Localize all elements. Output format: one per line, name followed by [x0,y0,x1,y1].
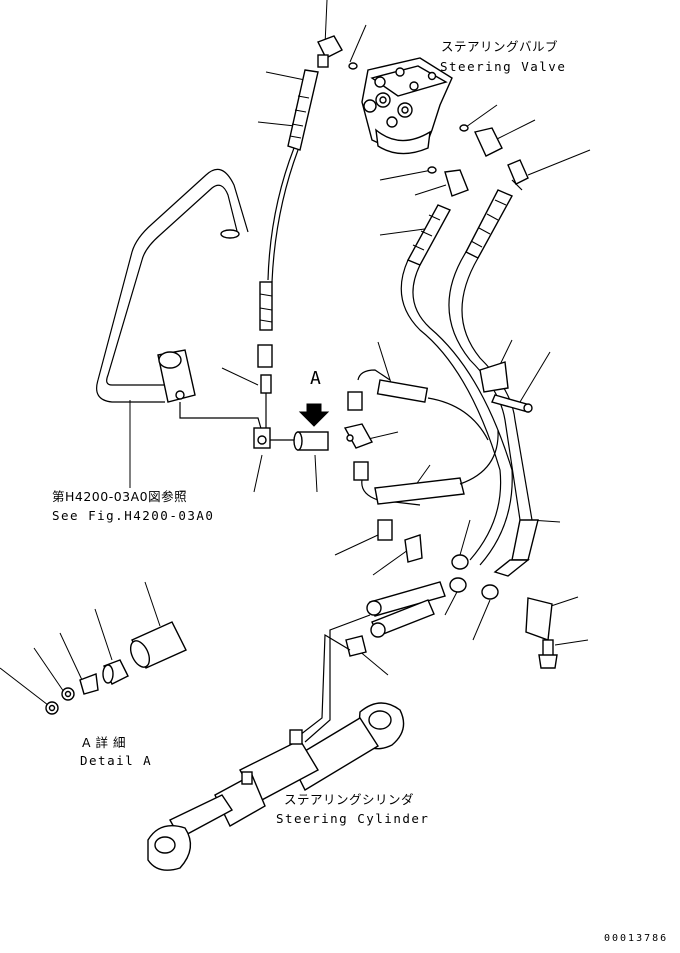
cylinder-label-jp: ステアリングシリンダ [284,792,415,807]
bracket-bolt [525,597,558,669]
view-arrow [298,403,330,427]
valve-fittings [317,35,529,197]
view-arrow-label: A [310,368,323,389]
cylinder-label-en: Steering Cylinder [276,811,430,826]
detail-label-en: Detail A [80,753,153,768]
hose-clamp [479,361,533,413]
cylinder-hoses [299,519,499,743]
valve-label-jp: ステアリングバルブ [441,39,559,54]
reference-label-jp: 第H4200-03A0図参照 [52,489,188,504]
hose-middle [400,204,513,566]
leader-lines [0,0,591,706]
detail-a-parts [45,621,187,715]
hose-left-upper [257,69,319,430]
return-pipe [96,168,249,403]
valve-label-en: Steering Valve [440,59,567,74]
drawing-number: 00013786 [604,933,669,944]
reference-label-en: See Fig.H4200-03A0 [52,508,215,523]
steering-valve [361,57,453,155]
detail-label-jp: A 詳 細 [82,735,126,750]
tee-fittings [179,402,374,451]
steering-cylinder [147,702,405,871]
hose-detail-a [347,369,499,506]
